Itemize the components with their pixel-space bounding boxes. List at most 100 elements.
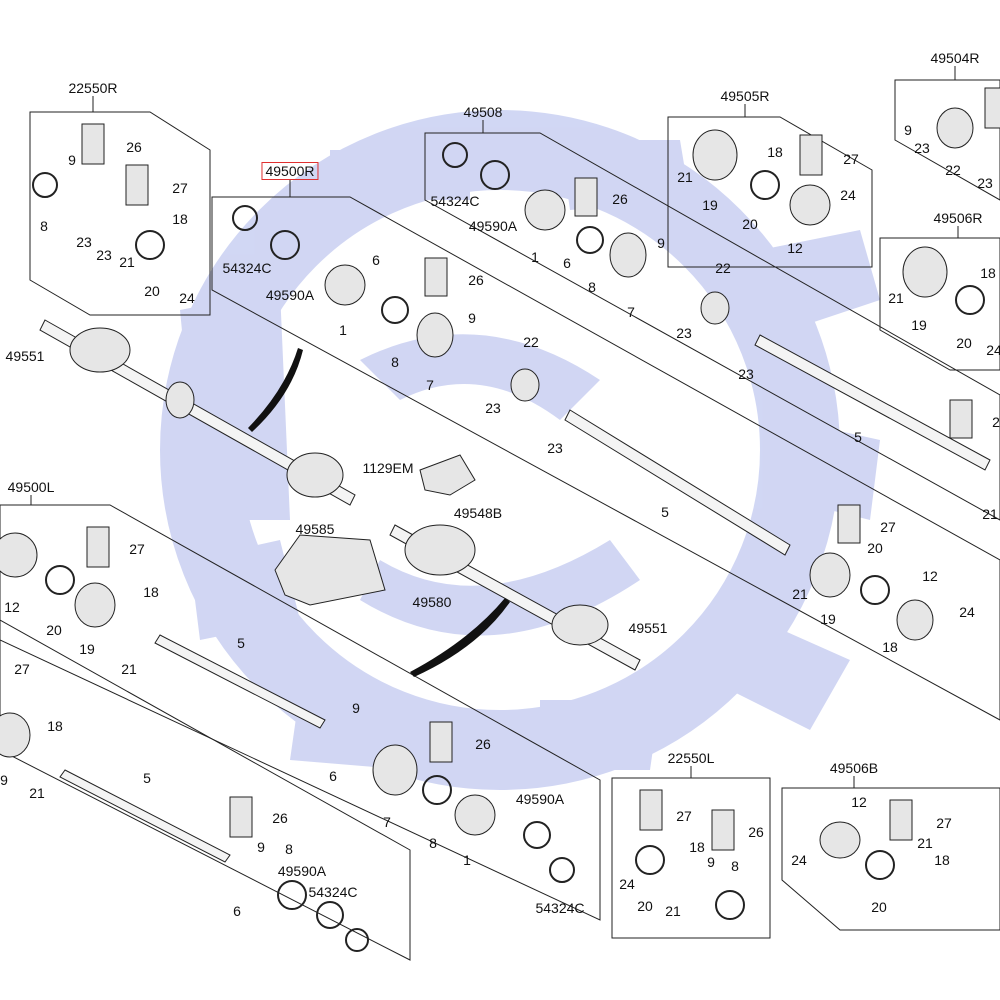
part-label-54324c: 54324C — [308, 884, 358, 900]
part-label-49590a: 49590A — [468, 218, 518, 234]
part-label-12: 12 — [787, 240, 803, 256]
part-label-23: 23 — [485, 400, 501, 416]
part-label-21: 21 — [888, 290, 904, 306]
part-label-21: 21 — [917, 835, 933, 851]
part-label-18: 18 — [143, 584, 159, 600]
part-label-20: 20 — [867, 540, 883, 556]
part-label-9: 9 — [68, 152, 76, 168]
part-label-23: 23 — [977, 175, 993, 191]
part-label-49580: 49580 — [412, 594, 452, 610]
part-label-6: 6 — [563, 255, 571, 271]
part-label-21: 21 — [29, 785, 45, 801]
part-label-9: 9 — [257, 839, 265, 855]
part-label-18: 18 — [47, 718, 63, 734]
part-label-23: 23 — [76, 234, 92, 250]
part-label-54324c: 54324C — [222, 260, 272, 276]
part-label-18: 18 — [882, 639, 898, 655]
part-label-7: 7 — [627, 304, 635, 320]
part-label-1129em: 1129EM — [362, 460, 414, 476]
part-label-23: 23 — [96, 247, 112, 263]
part-label-27: 27 — [936, 815, 952, 831]
part-label-49551: 49551 — [5, 348, 45, 364]
part-label-21: 21 — [121, 661, 137, 677]
part-label-26: 26 — [748, 824, 764, 840]
part-label-27: 27 — [14, 661, 30, 677]
part-label-22550r: 22550R — [68, 80, 118, 96]
part-label-49585: 49585 — [295, 521, 335, 537]
part-label-20: 20 — [637, 898, 653, 914]
part-label-1: 1 — [463, 852, 471, 868]
part-label-21: 21 — [792, 586, 808, 602]
part-label-21: 21 — [982, 506, 998, 522]
part-label-2: 2 — [992, 414, 1000, 430]
part-label-49505r: 49505R — [720, 88, 770, 104]
part-label-49548b: 49548B — [453, 505, 503, 521]
part-label-18: 18 — [934, 852, 950, 868]
part-label-8: 8 — [588, 279, 596, 295]
part-label-22: 22 — [945, 162, 961, 178]
part-label-20: 20 — [956, 335, 972, 351]
part-label-54324c: 54324C — [430, 193, 480, 209]
group-frames — [0, 66, 1000, 961]
part-label-9: 9 — [707, 854, 715, 870]
part-label-12: 12 — [851, 794, 867, 810]
part-label-21: 21 — [677, 169, 693, 185]
part-label-8: 8 — [731, 858, 739, 874]
part-label-54324c: 54324C — [535, 900, 585, 916]
part-label-23: 23 — [547, 440, 563, 456]
part-label-24: 24 — [840, 187, 856, 203]
part-label-9: 9 — [657, 235, 665, 251]
part-label-49508: 49508 — [463, 104, 503, 120]
part-label-27: 27 — [880, 519, 896, 535]
part-label-24: 24 — [619, 876, 635, 892]
part-label-26: 26 — [612, 191, 628, 207]
callout-arcs — [248, 348, 510, 677]
part-label-12: 12 — [4, 599, 20, 615]
part-label-1: 1 — [339, 322, 347, 338]
clamps-rings — [32, 142, 985, 952]
part-label-49506r: 49506R — [933, 210, 983, 226]
part-label-1: 1 — [531, 249, 539, 265]
part-label-8: 8 — [391, 354, 399, 370]
watermark-logo — [160, 110, 880, 790]
part-label-27: 27 — [129, 541, 145, 557]
part-label-7: 7 — [383, 814, 391, 830]
part-label-5: 5 — [143, 770, 151, 786]
part-label-8: 8 — [285, 841, 293, 857]
part-label-27: 27 — [843, 151, 859, 167]
part-label-19: 19 — [79, 641, 95, 657]
part-label-24: 24 — [791, 852, 807, 868]
part-label-49590a: 49590A — [277, 863, 327, 879]
part-label-5: 5 — [237, 635, 245, 651]
part-label-21: 21 — [119, 254, 135, 270]
part-label-12: 12 — [922, 568, 938, 584]
part-label-22: 22 — [523, 334, 539, 350]
part-label-24: 24 — [179, 290, 195, 306]
part-label-20: 20 — [46, 622, 62, 638]
part-label-8: 8 — [40, 218, 48, 234]
part-label-6: 6 — [329, 768, 337, 784]
part-label-23: 23 — [914, 140, 930, 156]
part-label-18: 18 — [689, 839, 705, 855]
part-label-22550l: 22550L — [667, 750, 715, 766]
part-label-18: 18 — [980, 265, 996, 281]
part-label-49504r: 49504R — [930, 50, 980, 66]
part-label-23: 23 — [738, 366, 754, 382]
part-label-49500r: 49500R — [261, 162, 319, 180]
part-label-26: 26 — [475, 736, 491, 752]
part-label-9: 9 — [352, 700, 360, 716]
part-label-7: 7 — [426, 377, 434, 393]
part-label-26: 26 — [126, 139, 142, 155]
part-label-19: 19 — [911, 317, 927, 333]
part-label-5: 5 — [854, 429, 862, 445]
part-label-19: 19 — [820, 611, 836, 627]
part-label-49590a: 49590A — [265, 287, 315, 303]
part-label-21: 21 — [665, 903, 681, 919]
part-label-24: 24 — [986, 342, 1000, 358]
part-label-27: 27 — [676, 808, 692, 824]
part-label-27: 27 — [172, 180, 188, 196]
part-label-18: 18 — [767, 144, 783, 160]
part-label-8: 8 — [429, 835, 437, 851]
